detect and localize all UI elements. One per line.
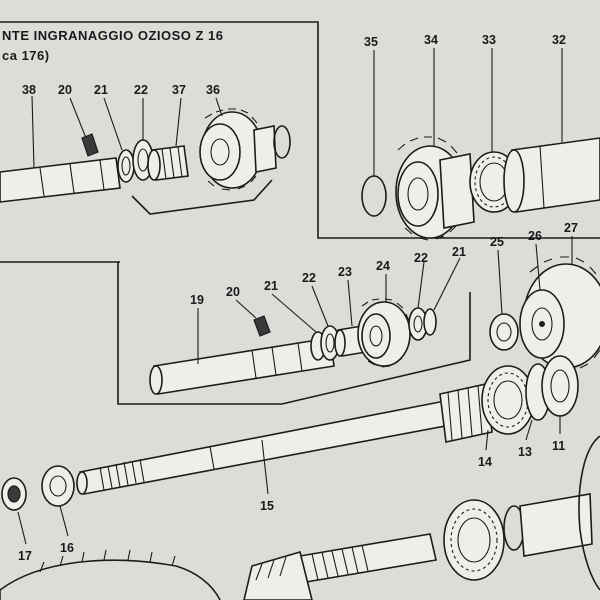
ring-25 [489, 313, 519, 351]
sleeve-32 [503, 137, 600, 213]
label-34: 34 [424, 33, 438, 47]
bracket-line-top [131, 179, 273, 215]
gear-36 [199, 108, 277, 191]
snap-ring-35 [361, 175, 387, 217]
bottom-sleeve [519, 493, 593, 557]
bottom-shaft [299, 533, 437, 583]
label-19: 19 [190, 293, 204, 307]
label-20-top: 20 [58, 83, 72, 97]
leader-lines [17, 48, 573, 545]
washer-16 [41, 465, 75, 507]
label-27: 27 [564, 221, 578, 235]
label-21-right: 21 [452, 245, 466, 259]
label-23: 23 [338, 265, 352, 279]
label-21-top: 21 [94, 83, 108, 97]
label-24: 24 [376, 259, 390, 273]
label-22-middle: 22 [302, 271, 316, 285]
gear-26 [519, 289, 565, 359]
label-22-right: 22 [414, 251, 428, 265]
label-38: 38 [22, 83, 36, 97]
label-16: 16 [60, 541, 74, 555]
ring-21-right [423, 308, 437, 336]
snap-ring-top-right [273, 125, 291, 159]
pinion-14 [439, 383, 493, 443]
gear-24 [357, 298, 411, 368]
shaft-38 [0, 157, 121, 203]
label-25: 25 [490, 235, 504, 249]
label-11: 11 [552, 439, 565, 453]
label-32: 32 [552, 33, 566, 47]
shaft-19 [149, 337, 335, 395]
bottom-gear-right [578, 435, 600, 591]
ring-21-top [117, 149, 135, 183]
label-36: 36 [206, 83, 220, 97]
gear-34 [395, 136, 475, 241]
pin-20-middle [253, 315, 271, 337]
pin-20-top [81, 133, 99, 157]
label-14: 14 [478, 455, 492, 469]
label-22-top: 22 [134, 83, 148, 97]
title-frame [0, 21, 600, 239]
label-21-middle: 21 [264, 279, 278, 293]
diagram-subtitle: ca 176) [2, 48, 50, 63]
middle-frame [0, 261, 471, 405]
diagram-title: NTE INGRANAGGIO OZIOSO Z 16 [2, 28, 224, 43]
bottom-bevel-gear [243, 550, 313, 600]
bearing-37 [147, 145, 189, 181]
bottom-ring-gear [0, 549, 221, 600]
label-15: 15 [260, 499, 274, 513]
label-17: 17 [18, 549, 32, 563]
part-numbers: 38 20 21 22 37 36 35 34 33 32 19 20 21 2… [18, 33, 578, 563]
label-26: 26 [528, 229, 542, 243]
bearing-17 [1, 477, 27, 511]
label-13: 13 [518, 445, 532, 459]
bottom-bearing [443, 499, 505, 581]
bearing-11 [541, 355, 579, 417]
label-33: 33 [482, 33, 496, 47]
label-20-middle: 20 [226, 285, 240, 299]
label-37: 37 [172, 83, 186, 97]
label-35: 35 [364, 35, 378, 49]
